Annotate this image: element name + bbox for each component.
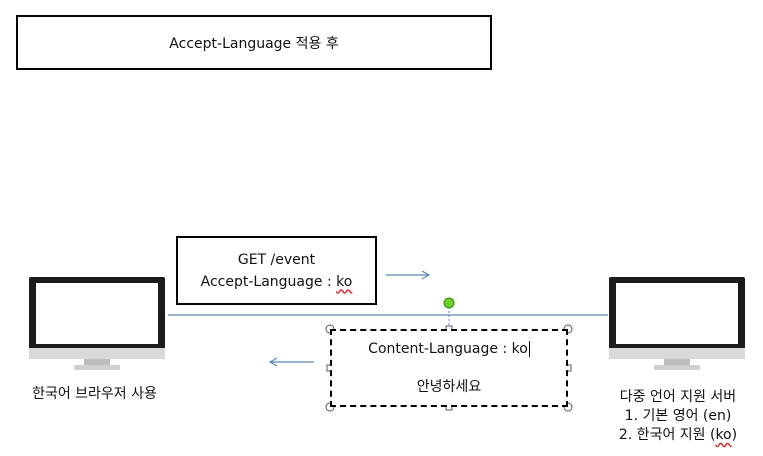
response-header-line: Content-Language : ko (368, 341, 530, 357)
request-method-line: GET /event (237, 251, 316, 268)
rotation-handle (443, 297, 455, 309)
server-item-2: 2. 한국어 지원 (ko) (618, 427, 738, 443)
server-title: 다중 언어 지원 서버 (619, 389, 737, 405)
response-arrow (268, 357, 314, 367)
diagram-title: Accept-Language 적용 후 (169, 35, 339, 52)
client-monitor-icon (29, 277, 165, 370)
response-body: 안녕하세요 (416, 379, 482, 395)
diagram-title-box: Accept-Language 적용 후 (16, 15, 492, 70)
client-label: 한국어 브라우저 사용 (32, 386, 157, 402)
server-item-1: 1. 기본 영어 (en) (624, 408, 732, 424)
request-header-line: Accept-Language : ko (200, 273, 353, 290)
request-box: GET /event Accept-Language : ko (176, 236, 377, 305)
server-monitor-icon (609, 277, 745, 370)
response-box[interactable]: Content-Language : ko 안녕하세요 (330, 329, 568, 407)
server-label: 다중 언어 지원 서버 1. 기본 영어 (en) 2. 한국어 지원 (ko) (598, 388, 758, 445)
request-arrow (386, 270, 431, 280)
